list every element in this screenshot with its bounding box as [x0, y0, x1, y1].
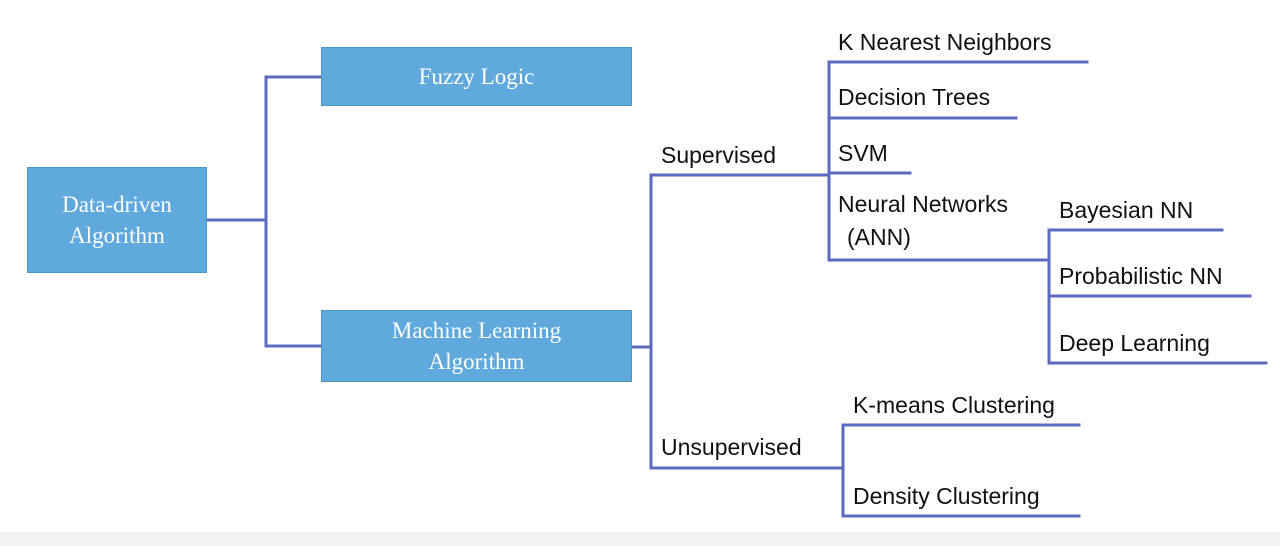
density-clustering-label: Density Clustering	[853, 483, 1040, 509]
kmeans-label: K-means Clustering	[853, 392, 1055, 418]
supervised-label: Supervised	[661, 142, 777, 168]
neural-networks-label: Neural Networks	[838, 191, 1008, 217]
root-line1: Data-driven	[62, 192, 172, 217]
unsupervised-label: Unsupervised	[661, 434, 802, 460]
deep-learning-label: Deep Learning	[1059, 330, 1210, 356]
root-line2: Algorithm	[69, 223, 165, 248]
fuzzy-logic-box: Fuzzy Logic	[321, 47, 632, 106]
probabilistic-nn-label: Probabilistic NN	[1059, 263, 1223, 289]
fuzzy-logic-label: Fuzzy Logic	[418, 64, 535, 89]
bottom-band	[0, 532, 1280, 546]
knn-label: K Nearest Neighbors	[838, 29, 1052, 55]
ml-line1: Machine Learning	[391, 318, 562, 343]
ml-line2: Algorithm	[428, 349, 525, 374]
decision-trees-label: Decision Trees	[838, 84, 991, 110]
svm-label: SVM	[838, 140, 888, 166]
ann-label: (ANN)	[847, 224, 911, 250]
data-driven-algorithm-box: Data-driven Algorithm	[27, 167, 207, 273]
bayesian-nn-label: Bayesian NN	[1059, 197, 1194, 223]
machine-learning-box: Machine Learning Algorithm	[321, 310, 632, 382]
